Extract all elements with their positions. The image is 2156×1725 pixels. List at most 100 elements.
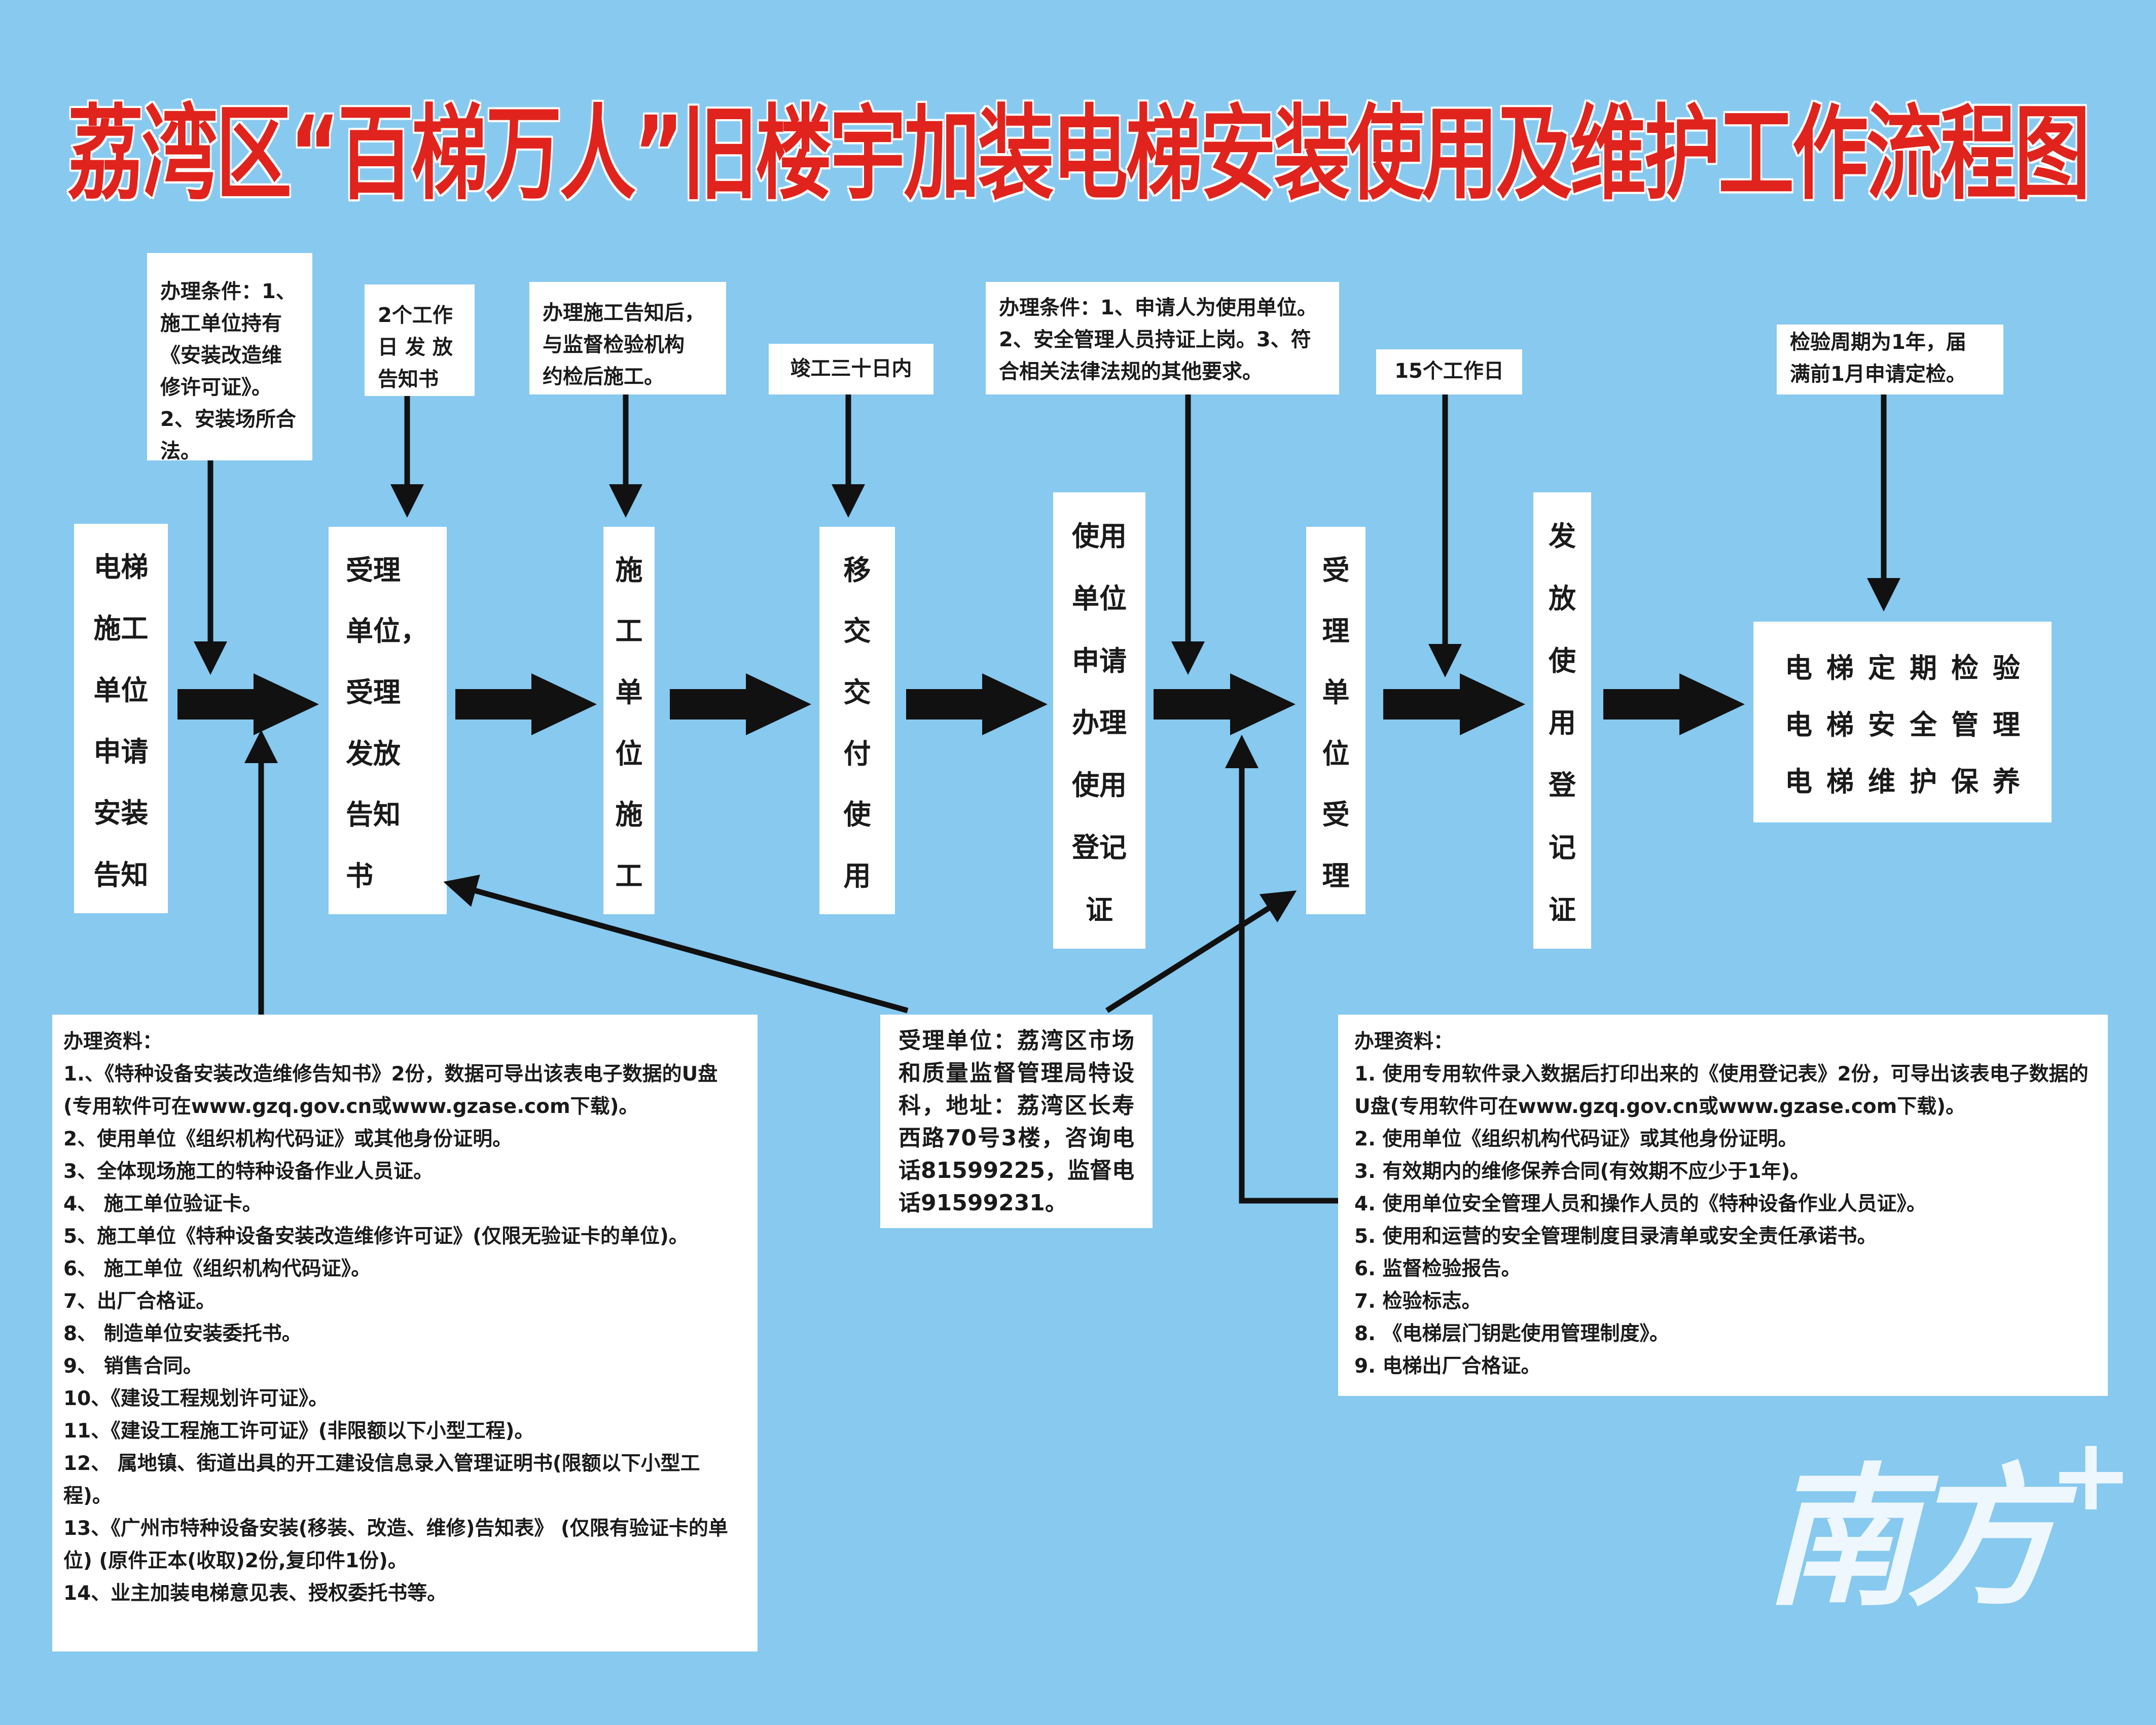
text-line: 受 xyxy=(1322,799,1350,831)
watermark-logo: 南方+ xyxy=(1765,1415,2134,1627)
note-install-conditions: 办理条件：1、施工单位持有《安装改造维修许可证》。2、安装场所合法。 xyxy=(147,253,312,463)
flow-arrow-2 xyxy=(455,673,597,735)
text-line: 登记 xyxy=(1072,832,1127,864)
flow-arrow-6 xyxy=(1383,673,1525,735)
text-line: 2. 使用单位《组织机构代码证》或其他身份证明。 xyxy=(1354,1128,1798,1151)
text-line: 2、安装场所合 xyxy=(160,408,296,431)
text-line: 施 xyxy=(615,799,643,831)
text-line: 工 xyxy=(615,860,643,892)
text-line: 发放 xyxy=(346,737,401,770)
acceptance-unit-info: 受理单位：荔湾区市场和质量监督管理局特设科，地址：荔湾区长寿西路70号3楼，咨询… xyxy=(880,1015,1153,1228)
text-line: 电梯安全管理 xyxy=(1785,708,2034,741)
install-materials-list: 办理资料： 1.、《特种设备安装改造维修告知书》2份，数据可导出该表电子数据的U… xyxy=(52,1015,758,1651)
text-line: 电梯维护保养 xyxy=(1785,765,2034,798)
text-line: 修许可证》。 xyxy=(160,376,272,399)
text-line: 4. 使用单位安全管理人员和操作人员的《特种设备作业人员证》。 xyxy=(1354,1193,1927,1215)
text-line: 移 xyxy=(843,554,871,586)
page-title: 荔湾区“百梯万人”旧楼宇加装电梯安装使用及维护工作流程图 xyxy=(66,94,2091,215)
step-handover: 移交交付使用 xyxy=(819,527,895,914)
text-line: 记 xyxy=(1549,832,1576,864)
text-line: 理 xyxy=(1322,615,1350,648)
text-line: 电梯定期检验 xyxy=(1785,652,2034,684)
text-line: 受理 xyxy=(346,676,401,709)
text-line: 告知书 xyxy=(378,368,439,391)
text-line: 2、使用单位《组织机构代码证》或其他身份证明。 xyxy=(63,1128,513,1151)
step-maintenance: 电梯定期检验电梯安全管理电梯维护保养 xyxy=(1753,622,2052,822)
text-line: 告知 xyxy=(93,858,149,891)
flow-arrow-3 xyxy=(670,673,811,735)
text-line: 约检后施工。 xyxy=(543,365,664,388)
install-materials-items: 1.、《特种设备安装改造维修告知书》2份，数据可导出该表电子数据的U盘(专用软件… xyxy=(63,1058,746,1610)
text-line: 单位 xyxy=(93,674,149,706)
text-line: 施工单位持有 xyxy=(160,312,282,335)
text-line: 8. 《电梯层门钥匙使用管理制度》。 xyxy=(1354,1322,1670,1345)
text-line: 7、出厂合格证。 xyxy=(63,1290,216,1313)
text-line: 1. 使用专用软件录入数据后打印出来的《使用登记表》2份，可导出该表电子数据的U… xyxy=(1354,1063,2089,1118)
install-materials-heading: 办理资料： xyxy=(63,1030,163,1053)
use-materials-items: 1. 使用专用软件录入数据后打印出来的《使用登记表》2份，可导出该表电子数据的U… xyxy=(1354,1058,2097,1383)
text-line: 申请 xyxy=(93,736,149,768)
text-line: 11、《建设工程施工许可证》(非限额以下小型工程)。 xyxy=(63,1420,534,1443)
text-line: 证 xyxy=(1549,893,1576,926)
step-accept-issue-notice: 受理单位，受理发放告知书 xyxy=(329,527,447,914)
flow-arrow-1 xyxy=(177,673,319,735)
text-line: 用 xyxy=(1549,707,1576,739)
flow-arrow-4 xyxy=(906,673,1048,735)
text-line: 竣工三十日内 xyxy=(790,357,912,380)
text-line: 单 xyxy=(615,676,643,709)
flow-arrow-5 xyxy=(1154,673,1296,735)
text-line: 13、《广州市特种设备安装(移装、改造、维修)告知表》 (仅限有验证卡的单位) … xyxy=(63,1517,728,1572)
note-thirty-days: 竣工三十日内 xyxy=(769,344,933,394)
text-line: 12、 属地镇、街道出具的开工建设信息录入管理证明书(限额以下小型工程)。 xyxy=(63,1452,700,1507)
text-line: 检验周期为1年，届 xyxy=(1790,331,1966,354)
step-accept: 受理单位受理 xyxy=(1306,527,1366,914)
text-line: 申请 xyxy=(1072,644,1127,677)
text-line: 登 xyxy=(1549,769,1576,802)
text-line: 交 xyxy=(843,615,871,648)
step-issue-certificate: 发放使用登记证 xyxy=(1533,492,1591,949)
text-line: 合相关法律法规的其他要求。 xyxy=(999,360,1263,383)
note-after-notice: 办理施工告知后，与监督检验机构约检后施工。 xyxy=(529,282,726,394)
text-line: 证 xyxy=(1086,893,1113,926)
diagonal-arrow-to-accept xyxy=(1105,890,1297,1013)
note-fifteen-days: 15个工作日 xyxy=(1376,349,1522,394)
text-line: 放 xyxy=(1549,582,1576,615)
text-line: 法。 xyxy=(160,440,201,463)
text-line: 日 发 放 xyxy=(378,336,453,359)
step-construction: 施工单位施工 xyxy=(603,527,655,914)
text-line: 15个工作日 xyxy=(1394,360,1504,383)
text-line: 7. 检验标志。 xyxy=(1354,1290,1482,1313)
text-line: 办理 xyxy=(1072,707,1127,739)
text-line: 6. 监督检验报告。 xyxy=(1354,1257,1521,1280)
diagonal-arrow-to-accept-issue xyxy=(443,874,909,1014)
step-apply-registration: 使用单位申请办理使用登记证 xyxy=(1053,492,1145,949)
text-line: 办理施工告知后， xyxy=(543,301,705,325)
text-line: 3. 有效期内的维修保养合同(有效期不应少于1年)。 xyxy=(1354,1160,1810,1183)
text-line: 满前1月申请定检。 xyxy=(1790,363,1966,386)
text-line: 位 xyxy=(615,737,643,770)
text-line: 交 xyxy=(843,676,871,709)
text-line: 办理条件：1、申请人为使用单位。 xyxy=(999,296,1317,319)
text-line: 8、 制造单位安装委托书。 xyxy=(63,1322,302,1345)
text-line: 使 xyxy=(1549,644,1576,677)
text-line: 4、 施工单位验证卡。 xyxy=(63,1193,262,1215)
text-line: 施 xyxy=(615,554,643,586)
text-line: 使用 xyxy=(1072,769,1127,802)
text-line: 单位， xyxy=(346,615,428,648)
text-line: 使用 xyxy=(1072,520,1127,552)
text-line: 5. 使用和运营的安全管理制度目录清单或安全责任承诺书。 xyxy=(1354,1225,1877,1248)
text-line: 2个工作 xyxy=(378,304,453,327)
text-line: 1.、《特种设备安装改造维修告知书》2份，数据可导出该表电子数据的U盘(专用软件… xyxy=(63,1063,718,1118)
up-arrow-use-materials xyxy=(1225,735,1338,1204)
use-materials-heading: 办理资料： xyxy=(1354,1030,1454,1053)
text-line: 《安装改造维 xyxy=(160,344,282,367)
text-line: 3、全体现场施工的特种设备作业人员证。 xyxy=(63,1160,434,1183)
text-line: 使 xyxy=(843,799,871,831)
text-line: 理 xyxy=(1322,860,1350,892)
text-line: 10、《建设工程规划许可证》。 xyxy=(63,1387,329,1410)
text-line: 14、业主加装电梯意见表、授权委托书等。 xyxy=(63,1582,447,1605)
text-line: 9. 电梯出厂合格证。 xyxy=(1354,1355,1541,1378)
flow-arrow-7 xyxy=(1603,673,1745,735)
text-line: 6、 施工单位《组织机构代码证》。 xyxy=(63,1257,371,1280)
